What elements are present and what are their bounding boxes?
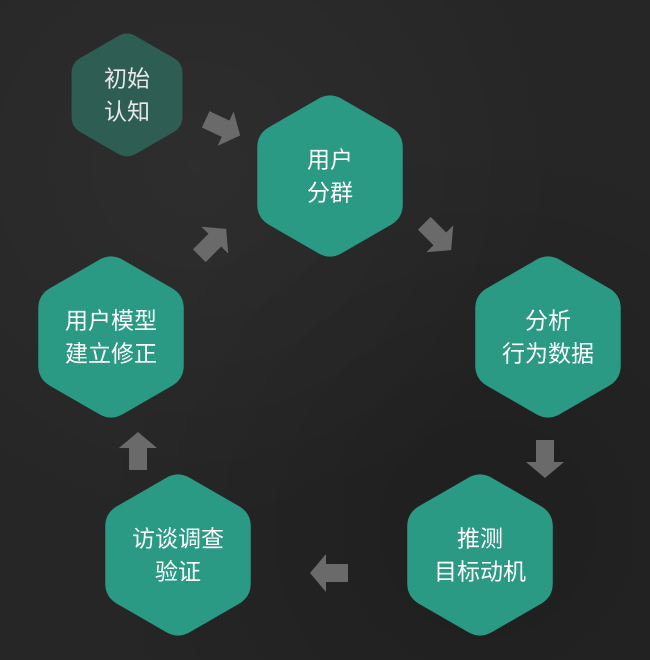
node-label-line: 推测 [457,526,503,552]
hexagon-shape [71,33,183,157]
node-label-line: 分群 [307,180,353,206]
node-label-line: 访谈调查 [132,526,224,552]
node-label-line: 验证 [155,559,201,585]
hexagon-shape [407,474,553,636]
node-label-line: 认知 [104,99,150,125]
node-label-line: 建立修正 [65,341,157,367]
arrow-user-segmentation-to-analyze-behavior-data [417,216,454,253]
hexagon-shape [257,95,403,257]
node-label-line: 目标动机 [434,559,526,585]
hexagon-shape [105,474,251,636]
hexagon-shape [475,256,621,418]
arrow-infer-goals-motivation-to-interview-survey-validation [310,554,348,592]
arrow-initial-cognition-to-user-segmentation [201,111,241,146]
arrows-layer [119,111,564,592]
node-label-line: 用户 [307,147,353,173]
node-label-line: 初始 [104,66,150,92]
arrow-analyze-behavior-data-to-infer-goals-motivation [526,440,564,478]
node-label-line: 行为数据 [502,341,594,367]
node-label-line: 用户模型 [65,308,157,334]
arrow-user-model-build-revise-to-user-segmentation [192,226,229,263]
arrow-interview-survey-validation-to-user-model-build-revise [119,432,157,470]
node-label-line: 分析 [525,308,571,334]
hexagon-shape [38,256,184,418]
